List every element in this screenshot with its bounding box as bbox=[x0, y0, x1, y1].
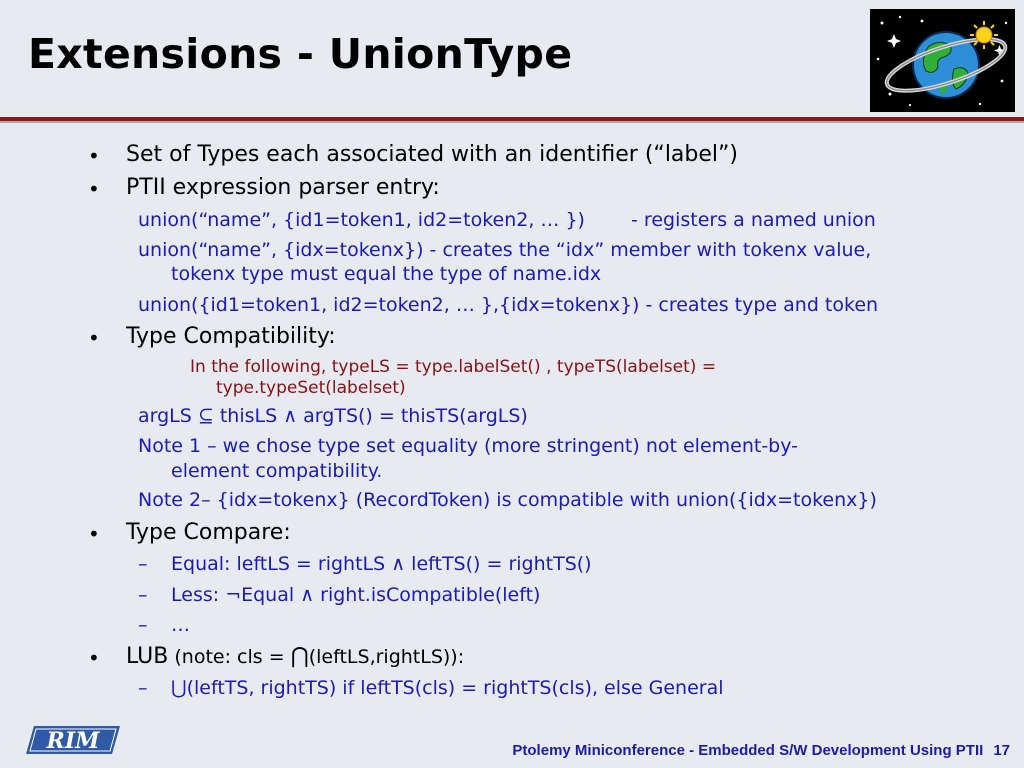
bullet-dot: • bbox=[88, 326, 100, 350]
and-symbol: ∧ bbox=[283, 405, 298, 427]
and-symbol: ∧ bbox=[391, 553, 406, 575]
bullet-dot: • bbox=[88, 646, 100, 670]
slide-title: Extensions - UnionType bbox=[28, 30, 573, 78]
bullet-text: Type Compatibility: bbox=[126, 324, 336, 349]
intersection-symbol: ⋂ bbox=[290, 644, 309, 669]
bullet-text: Set of Types each associated with an ide… bbox=[126, 142, 739, 167]
bullet-text: PTII expression parser entry: bbox=[126, 175, 440, 200]
sub-item: Less: ¬Equal ∧ right.isCompatible(left) bbox=[171, 584, 540, 606]
footer: Ptolemy Miniconference - Embedded S/W De… bbox=[512, 742, 1010, 759]
text-run: thisLS bbox=[213, 405, 284, 427]
bullet-text: LUB (note: cls = ⋂(leftLS,rightLS)): bbox=[126, 644, 464, 669]
rim-logo-icon: RIM bbox=[26, 726, 120, 754]
sub-item: union({id1=token1, id2=token2, … },{idx=… bbox=[138, 294, 879, 316]
footer-text: Ptolemy Miniconference - Embedded S/W De… bbox=[512, 742, 984, 759]
note-text: In the following, typeLS = type.labelSet… bbox=[190, 357, 717, 377]
union-symbol: ⋃ bbox=[171, 677, 187, 699]
dash-marker: – bbox=[138, 584, 148, 606]
sub-item: Equal: leftLS = rightLS ∧ leftTS() = rig… bbox=[171, 553, 592, 575]
text-run: (note: cls = bbox=[168, 646, 291, 668]
dash-marker: – bbox=[138, 553, 148, 575]
sub-item: argLS ⊆ thisLS ∧ argTS() = thisTS(argLS) bbox=[138, 405, 528, 427]
text-run: leftTS() = rightTS() bbox=[405, 553, 592, 575]
title-rule-shadow bbox=[0, 121, 1024, 123]
sub-item: … bbox=[171, 614, 190, 636]
sub-item-continuation: element compatibility. bbox=[171, 460, 383, 482]
globe-clipart-icon bbox=[870, 9, 1015, 112]
title-rule bbox=[0, 117, 1024, 121]
bullet-text: Type Compare: bbox=[126, 520, 291, 545]
text-run: LUB bbox=[126, 644, 169, 669]
text-run: Less: bbox=[171, 584, 226, 606]
sub-item: Note 2– {idx=tokenx} (RecordToken) is co… bbox=[138, 489, 877, 511]
sub-item: Note 1 – we chose type set equality (mor… bbox=[138, 435, 799, 457]
subset-symbol: ⊆ bbox=[197, 405, 214, 427]
and-symbol: ∧ bbox=[300, 584, 315, 606]
sub-item-continuation: tokenx type must equal the type of name.… bbox=[171, 263, 602, 285]
dash-marker: – bbox=[138, 614, 148, 636]
sub-item: union(“name”, {idx=tokenx}) - creates th… bbox=[138, 239, 872, 261]
text-run: (leftTS, rightTS) if leftTS(cls) = right… bbox=[186, 677, 724, 699]
text-run: Equal bbox=[241, 584, 301, 606]
sub-item: ⋃(leftTS, rightTS) if leftTS(cls) = righ… bbox=[171, 677, 724, 699]
sub-item: union(“name”, {id1=token1, id2=token2, …… bbox=[138, 209, 876, 231]
page-number: 17 bbox=[993, 742, 1010, 759]
bullet-dot: • bbox=[88, 177, 100, 201]
text-run: argLS bbox=[138, 405, 198, 427]
not-symbol: ¬ bbox=[225, 584, 242, 606]
svg-text:RIM: RIM bbox=[46, 728, 101, 754]
note-text-continuation: type.typeSet(labelset) bbox=[216, 378, 406, 398]
text-run: Equal: leftLS = rightLS bbox=[171, 553, 392, 575]
dash-marker: – bbox=[138, 677, 148, 699]
bullet-dot: • bbox=[88, 522, 100, 546]
bullet-dot: • bbox=[88, 144, 100, 168]
sub-item-code: union(“name”, {id1=token1, id2=token2, …… bbox=[138, 209, 585, 231]
text-run: (leftLS,rightLS)): bbox=[308, 646, 465, 668]
text-run: right.isCompatible(left) bbox=[314, 584, 541, 606]
sub-item-desc: - registers a named union bbox=[631, 209, 876, 231]
text-run: argTS() = thisTS(argLS) bbox=[297, 405, 528, 427]
